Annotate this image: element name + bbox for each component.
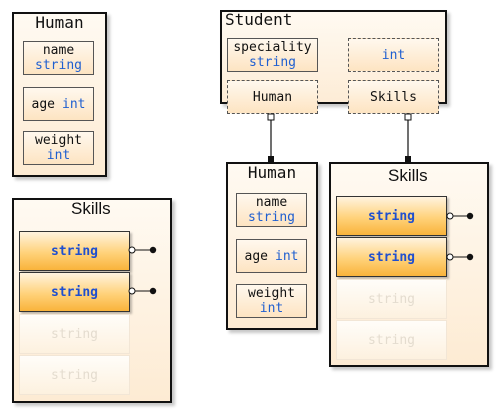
weight-type: int: [46, 148, 71, 163]
age-type: int: [62, 96, 86, 112]
skill-item-placeholder: string: [19, 355, 130, 395]
skills-box: Skills string string string string: [12, 198, 172, 403]
linked-weight-type: int: [259, 301, 284, 316]
human-box: Human name string age int weight int: [12, 12, 107, 177]
skill-connector-open-dot: [128, 287, 136, 295]
skills-ref-field: Skills: [348, 80, 439, 114]
human-weight-field: weight int: [23, 131, 94, 165]
weight-label: weight: [35, 133, 82, 148]
skill-item: string: [19, 231, 130, 271]
age-label: age: [31, 96, 55, 112]
speciality-label: speciality: [233, 40, 312, 55]
linked-skill-item: string: [336, 237, 447, 277]
int-type: int: [381, 47, 406, 63]
skill-connector-filled-dot: [149, 246, 157, 254]
linked-human-weight-field: weight int: [236, 284, 307, 318]
linked-human-name-field: name string: [236, 193, 307, 227]
linked-age-label: age: [244, 248, 268, 264]
linked-human-age-field: age int: [236, 239, 307, 273]
linked-skill-connector-filled-dot: [466, 253, 474, 261]
name-type: string: [35, 58, 82, 73]
skill-item: string: [19, 272, 130, 312]
human-ref-field: Human: [227, 80, 318, 114]
human-link-source-port: [267, 113, 275, 121]
skills-title: Skills: [71, 199, 111, 218]
student-box: Student speciality string int Human Skil…: [220, 10, 447, 114]
linked-skill-connector-filled-dot: [466, 212, 474, 220]
skill-connector-filled-dot: [149, 287, 157, 295]
linked-skills-title: Skills: [388, 166, 428, 185]
linked-skills-box: Skills string string string string: [329, 162, 489, 367]
skills-link-target-port: [405, 156, 411, 162]
speciality-field: speciality string: [227, 38, 318, 72]
human-ref-label: Human: [252, 89, 293, 105]
linked-name-label: name: [255, 195, 288, 210]
linked-human-box: Human name string age int weight int: [226, 162, 318, 330]
linked-skill-item-placeholder: string: [336, 279, 447, 319]
human-name-field: name string: [23, 41, 94, 75]
linked-skill-connector-open-dot: [446, 253, 454, 261]
human-age-field: age int: [23, 87, 94, 121]
human-title: Human: [35, 13, 84, 32]
skills-ref-label: Skills: [370, 89, 417, 105]
skills-link-source-port: [404, 113, 412, 121]
skill-connector-open-dot: [128, 246, 136, 254]
linked-skill-item-placeholder: string: [336, 320, 447, 360]
linked-human-title: Human: [247, 163, 297, 182]
int-field: int: [348, 38, 439, 72]
linked-name-type: string: [248, 210, 295, 225]
linked-skill-connector-open-dot: [446, 212, 454, 220]
student-title: Student: [225, 10, 293, 29]
name-label: name: [42, 43, 75, 58]
skill-item-placeholder: string: [19, 314, 130, 354]
speciality-type: string: [249, 55, 296, 70]
linked-age-type: int: [275, 248, 299, 264]
linked-weight-label: weight: [248, 286, 295, 301]
human-link-target-port: [268, 156, 274, 162]
